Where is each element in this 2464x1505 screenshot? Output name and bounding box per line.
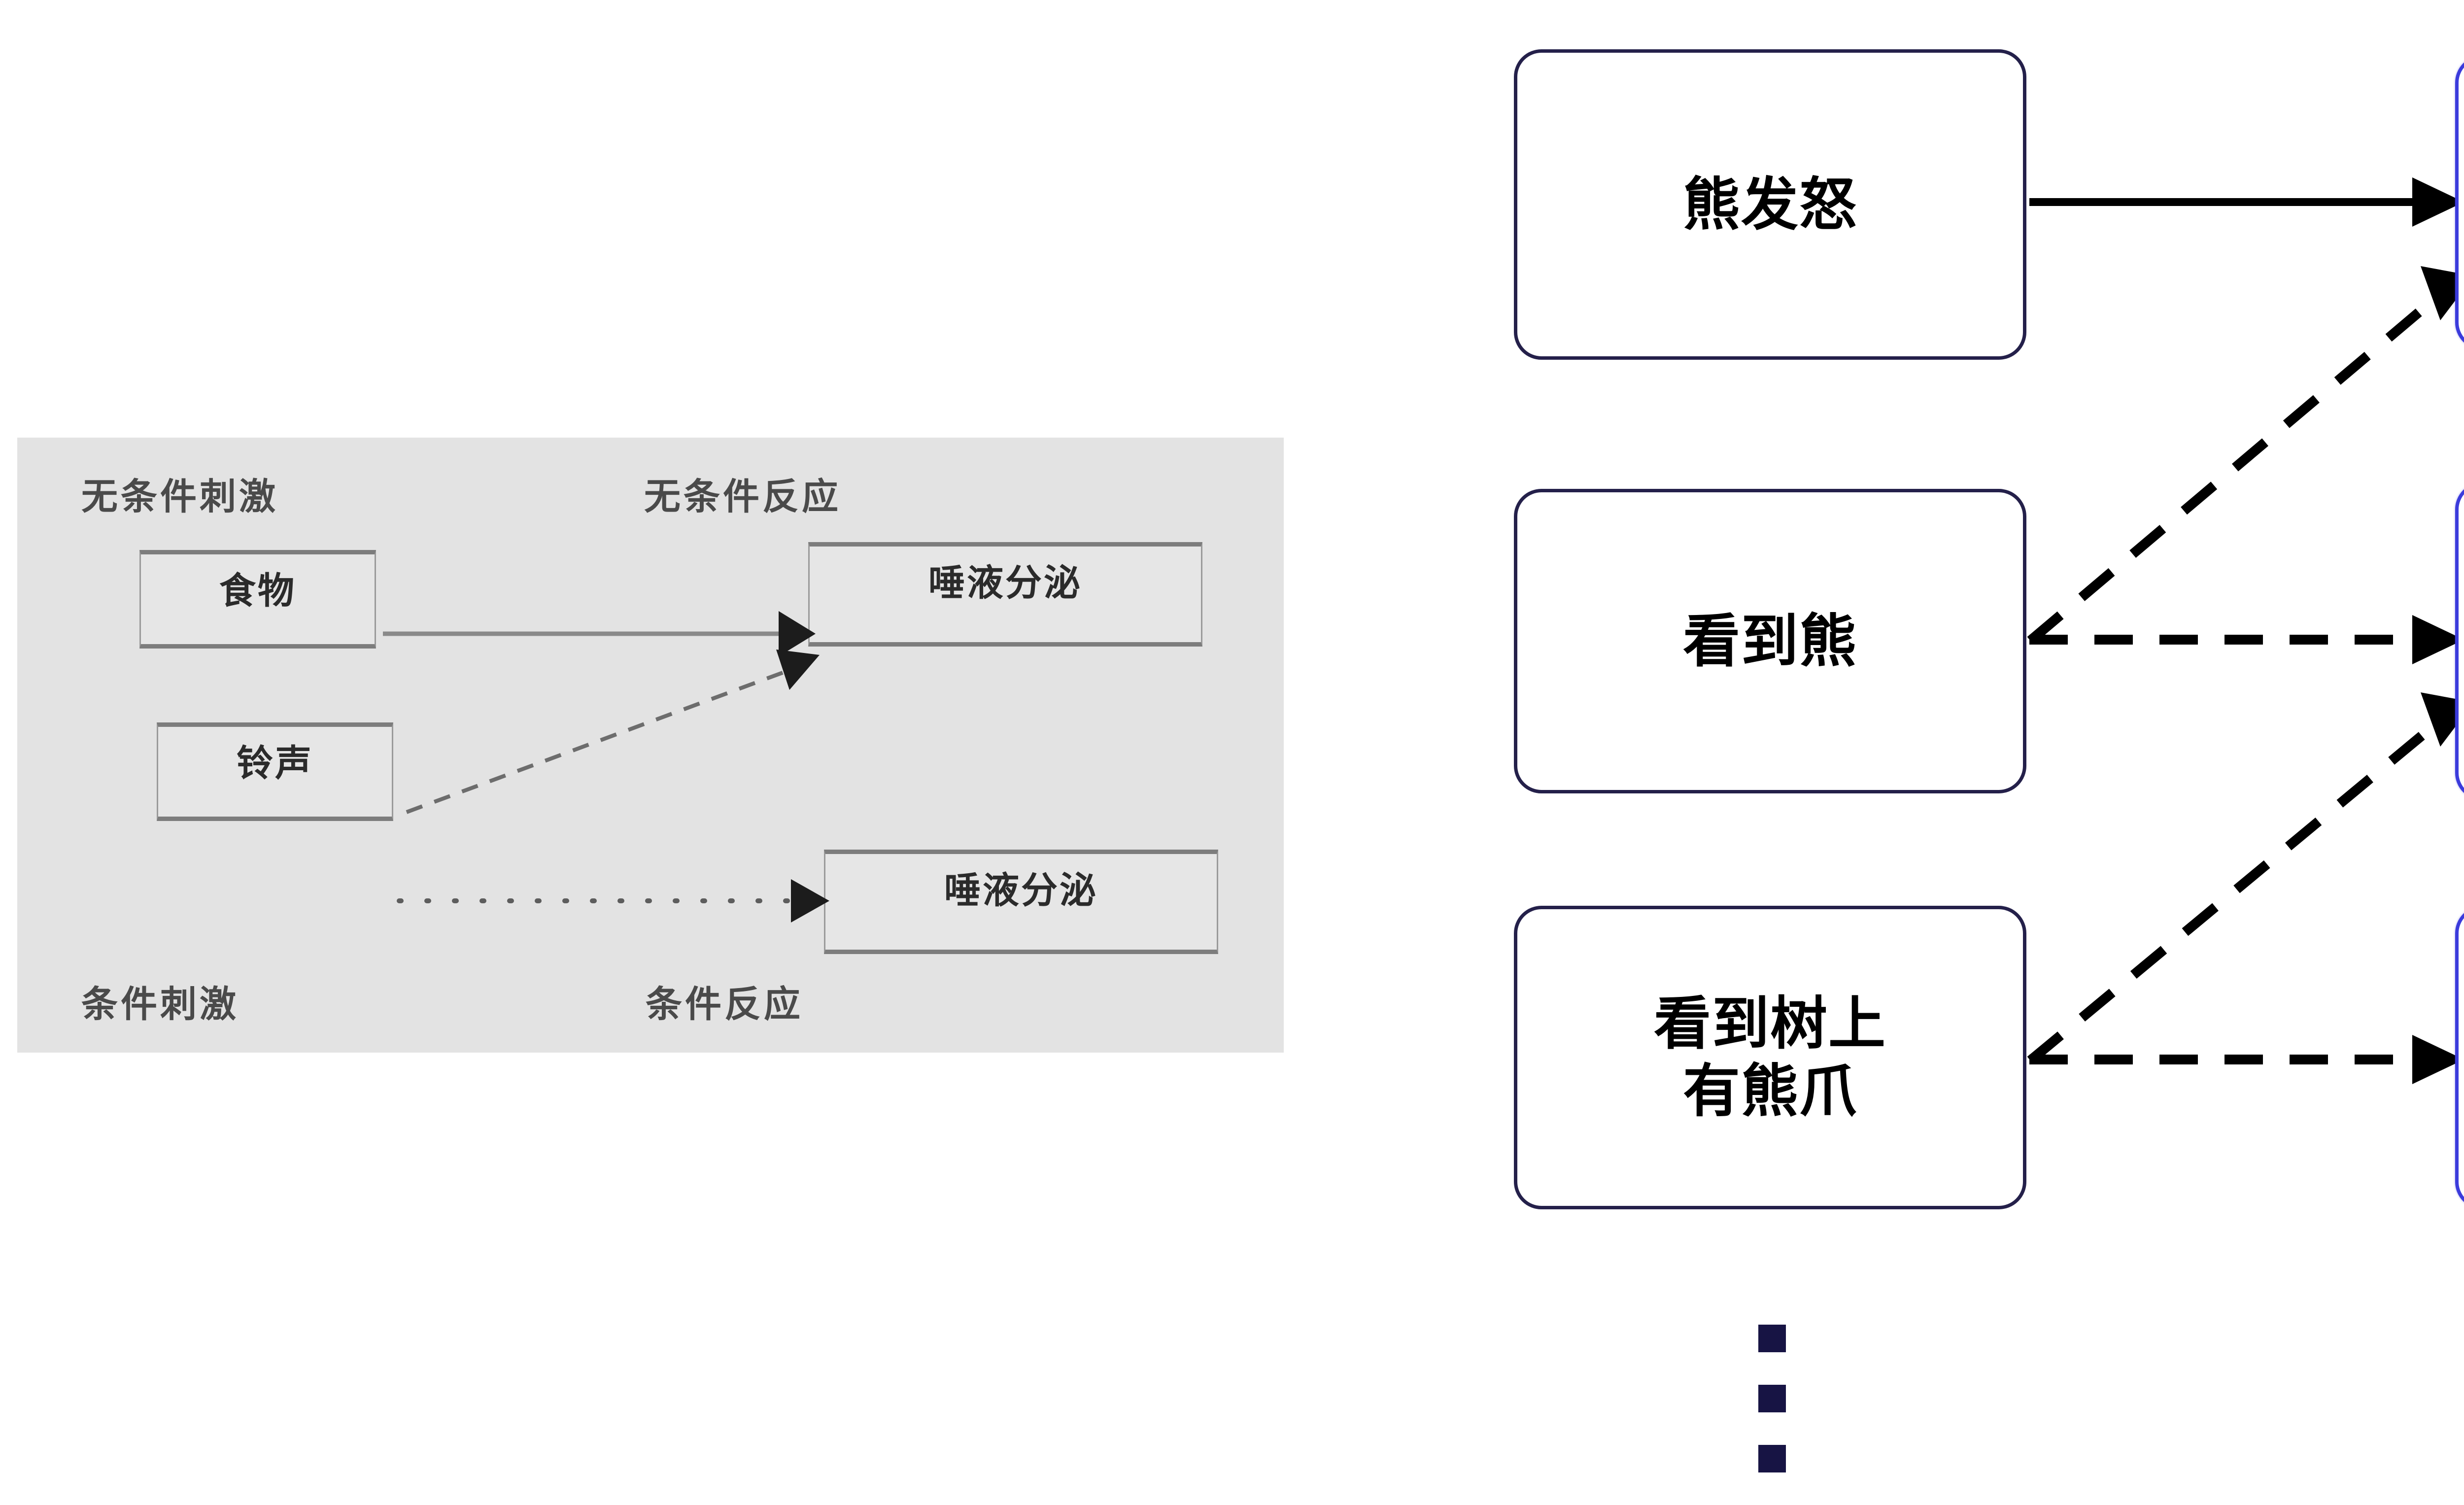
ellipsis-dot <box>1758 1385 1786 1412</box>
rl-box-bear-angry-label: 熊发怒 <box>1683 172 1857 237</box>
cc-box-salivation-top: 唾液分泌 <box>808 542 1202 647</box>
label-unconditioned-stimulus: 无条件刺激 <box>81 476 278 517</box>
cc-arrow-bell-dotted <box>397 879 829 923</box>
rl-box-see-bear: 看到熊 <box>1514 489 2026 793</box>
arrow-see-claw-to-vs <box>2029 1035 2464 1084</box>
label-conditioned-response: 条件反应 <box>646 984 803 1025</box>
classical-conditioning-panel: 无条件刺激 无条件反应 条件刺激 条件反应 食物 铃声 唾液分泌 唾液分泌 <box>17 438 1284 1053</box>
rl-box-v-s-prime: V(s′) <box>2455 482 2464 800</box>
cc-arrow-food-solid <box>383 611 816 656</box>
cc-arrow-bell-dashed-diagonal <box>406 650 820 814</box>
ellipsis-dot <box>1758 1445 1786 1472</box>
arrow-bear-angry-to-reward <box>2029 177 2464 227</box>
rl-box-see-claw: 看到树上有熊爪 <box>1514 906 2026 1209</box>
rl-box-see-claw-line2: 有熊爪 <box>1683 1059 1857 1123</box>
rl-box-bear-angry: 熊发怒 <box>1514 49 2026 360</box>
rl-box-v-s: V(s) <box>2455 906 2464 1209</box>
cc-box-food: 食物 <box>139 550 376 649</box>
cc-arrow-layer <box>383 611 829 923</box>
arrow-see-bear-to-vsprime <box>2029 615 2464 664</box>
ellipsis-dot <box>1758 1325 1786 1352</box>
rl-box-reward: 奖励 <box>2455 55 2464 350</box>
arrow-see-claw-to-vsprime <box>2027 692 2464 1064</box>
rl-box-see-claw-line1: 看到树上 <box>1654 992 1886 1056</box>
cc-box-salivation-bottom: 唾液分泌 <box>824 850 1218 954</box>
cc-box-bell: 铃声 <box>157 722 393 821</box>
ellipsis-left-column <box>1758 1325 1786 1505</box>
rl-box-see-bear-label: 看到熊 <box>1683 609 1857 673</box>
rl-box-see-claw-label: 看到树上有熊爪 <box>1654 990 1886 1125</box>
label-conditioned-stimulus: 条件刺激 <box>81 984 239 1025</box>
arrow-see-bear-to-reward <box>2027 266 2464 645</box>
label-unconditioned-response: 无条件反应 <box>644 476 841 517</box>
